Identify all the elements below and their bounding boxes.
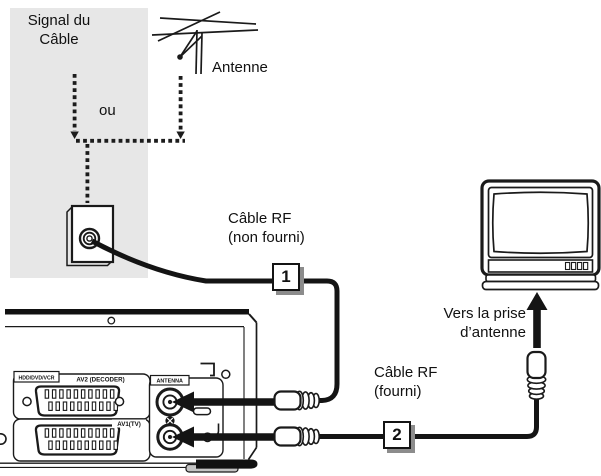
antenna-tag-label: ANTENNA — [157, 379, 183, 385]
signal-source-label: Signal du Câble — [27, 12, 91, 48]
recorder-rear-panel: HDD/DVD/VCR AV2 (DECODER) AV1(TV) ANTENN… — [0, 309, 258, 473]
wall-outlet-icon — [66, 204, 115, 267]
rf-plug-1 — [273, 390, 320, 411]
cord-holder-icon — [200, 362, 215, 377]
rf-cable-2-label: Câble RF (fourni) — [374, 364, 438, 400]
dashed-arrowhead-left — [70, 131, 79, 139]
bottom-shadow-band — [196, 459, 258, 469]
antenna-label: Antenne — [212, 59, 268, 76]
to-tv-label: Vers la prise d’antenne — [443, 305, 526, 341]
scart-av2-connector[interactable] — [34, 385, 121, 417]
rf-plug-2 — [273, 426, 320, 447]
tv-icon — [480, 179, 601, 291]
scart1-tag-label: HDD/DVD/VCR — [18, 375, 54, 381]
panel-slot — [192, 407, 212, 416]
antenna-out-jack[interactable] — [156, 423, 184, 451]
tv-button[interactable] — [564, 261, 571, 271]
scart2-name-label: AV1(TV) — [117, 421, 141, 428]
screw-hole — [114, 396, 125, 407]
insert-arrow-2 — [172, 426, 277, 448]
step-2-badge: 2 — [383, 421, 411, 449]
panel-hole — [221, 369, 231, 380]
or-label: ou — [99, 102, 116, 119]
step-1-badge: 1 — [272, 263, 300, 291]
top-vent-hole — [107, 316, 116, 325]
rf-cable-1 — [90, 238, 340, 403]
tv-button[interactable] — [570, 261, 577, 271]
screw-hole-clipped — [0, 433, 7, 445]
screw-hole — [22, 396, 32, 407]
tv-screen — [491, 191, 590, 255]
tv-antenna-plug — [526, 350, 547, 400]
insert-arrow-1 — [172, 391, 277, 413]
rf-cable-1-label: Câble RF (non fourni) — [228, 210, 305, 246]
tv-button[interactable] — [576, 261, 583, 271]
rf-cable-2 — [317, 398, 539, 439]
to-tv-arrow — [526, 292, 548, 348]
dashed-signal-path — [72, 74, 185, 203]
antenna-icon — [151, 11, 259, 75]
scart1-tag-box — [13, 370, 60, 383]
scart-av1-connector[interactable] — [34, 424, 121, 456]
dashed-arrowhead-right — [176, 131, 185, 139]
tv-button[interactable] — [582, 261, 589, 271]
scart1-name-label: AV2 (DECODER) — [76, 377, 124, 384]
antenna-tag-box — [149, 374, 190, 386]
